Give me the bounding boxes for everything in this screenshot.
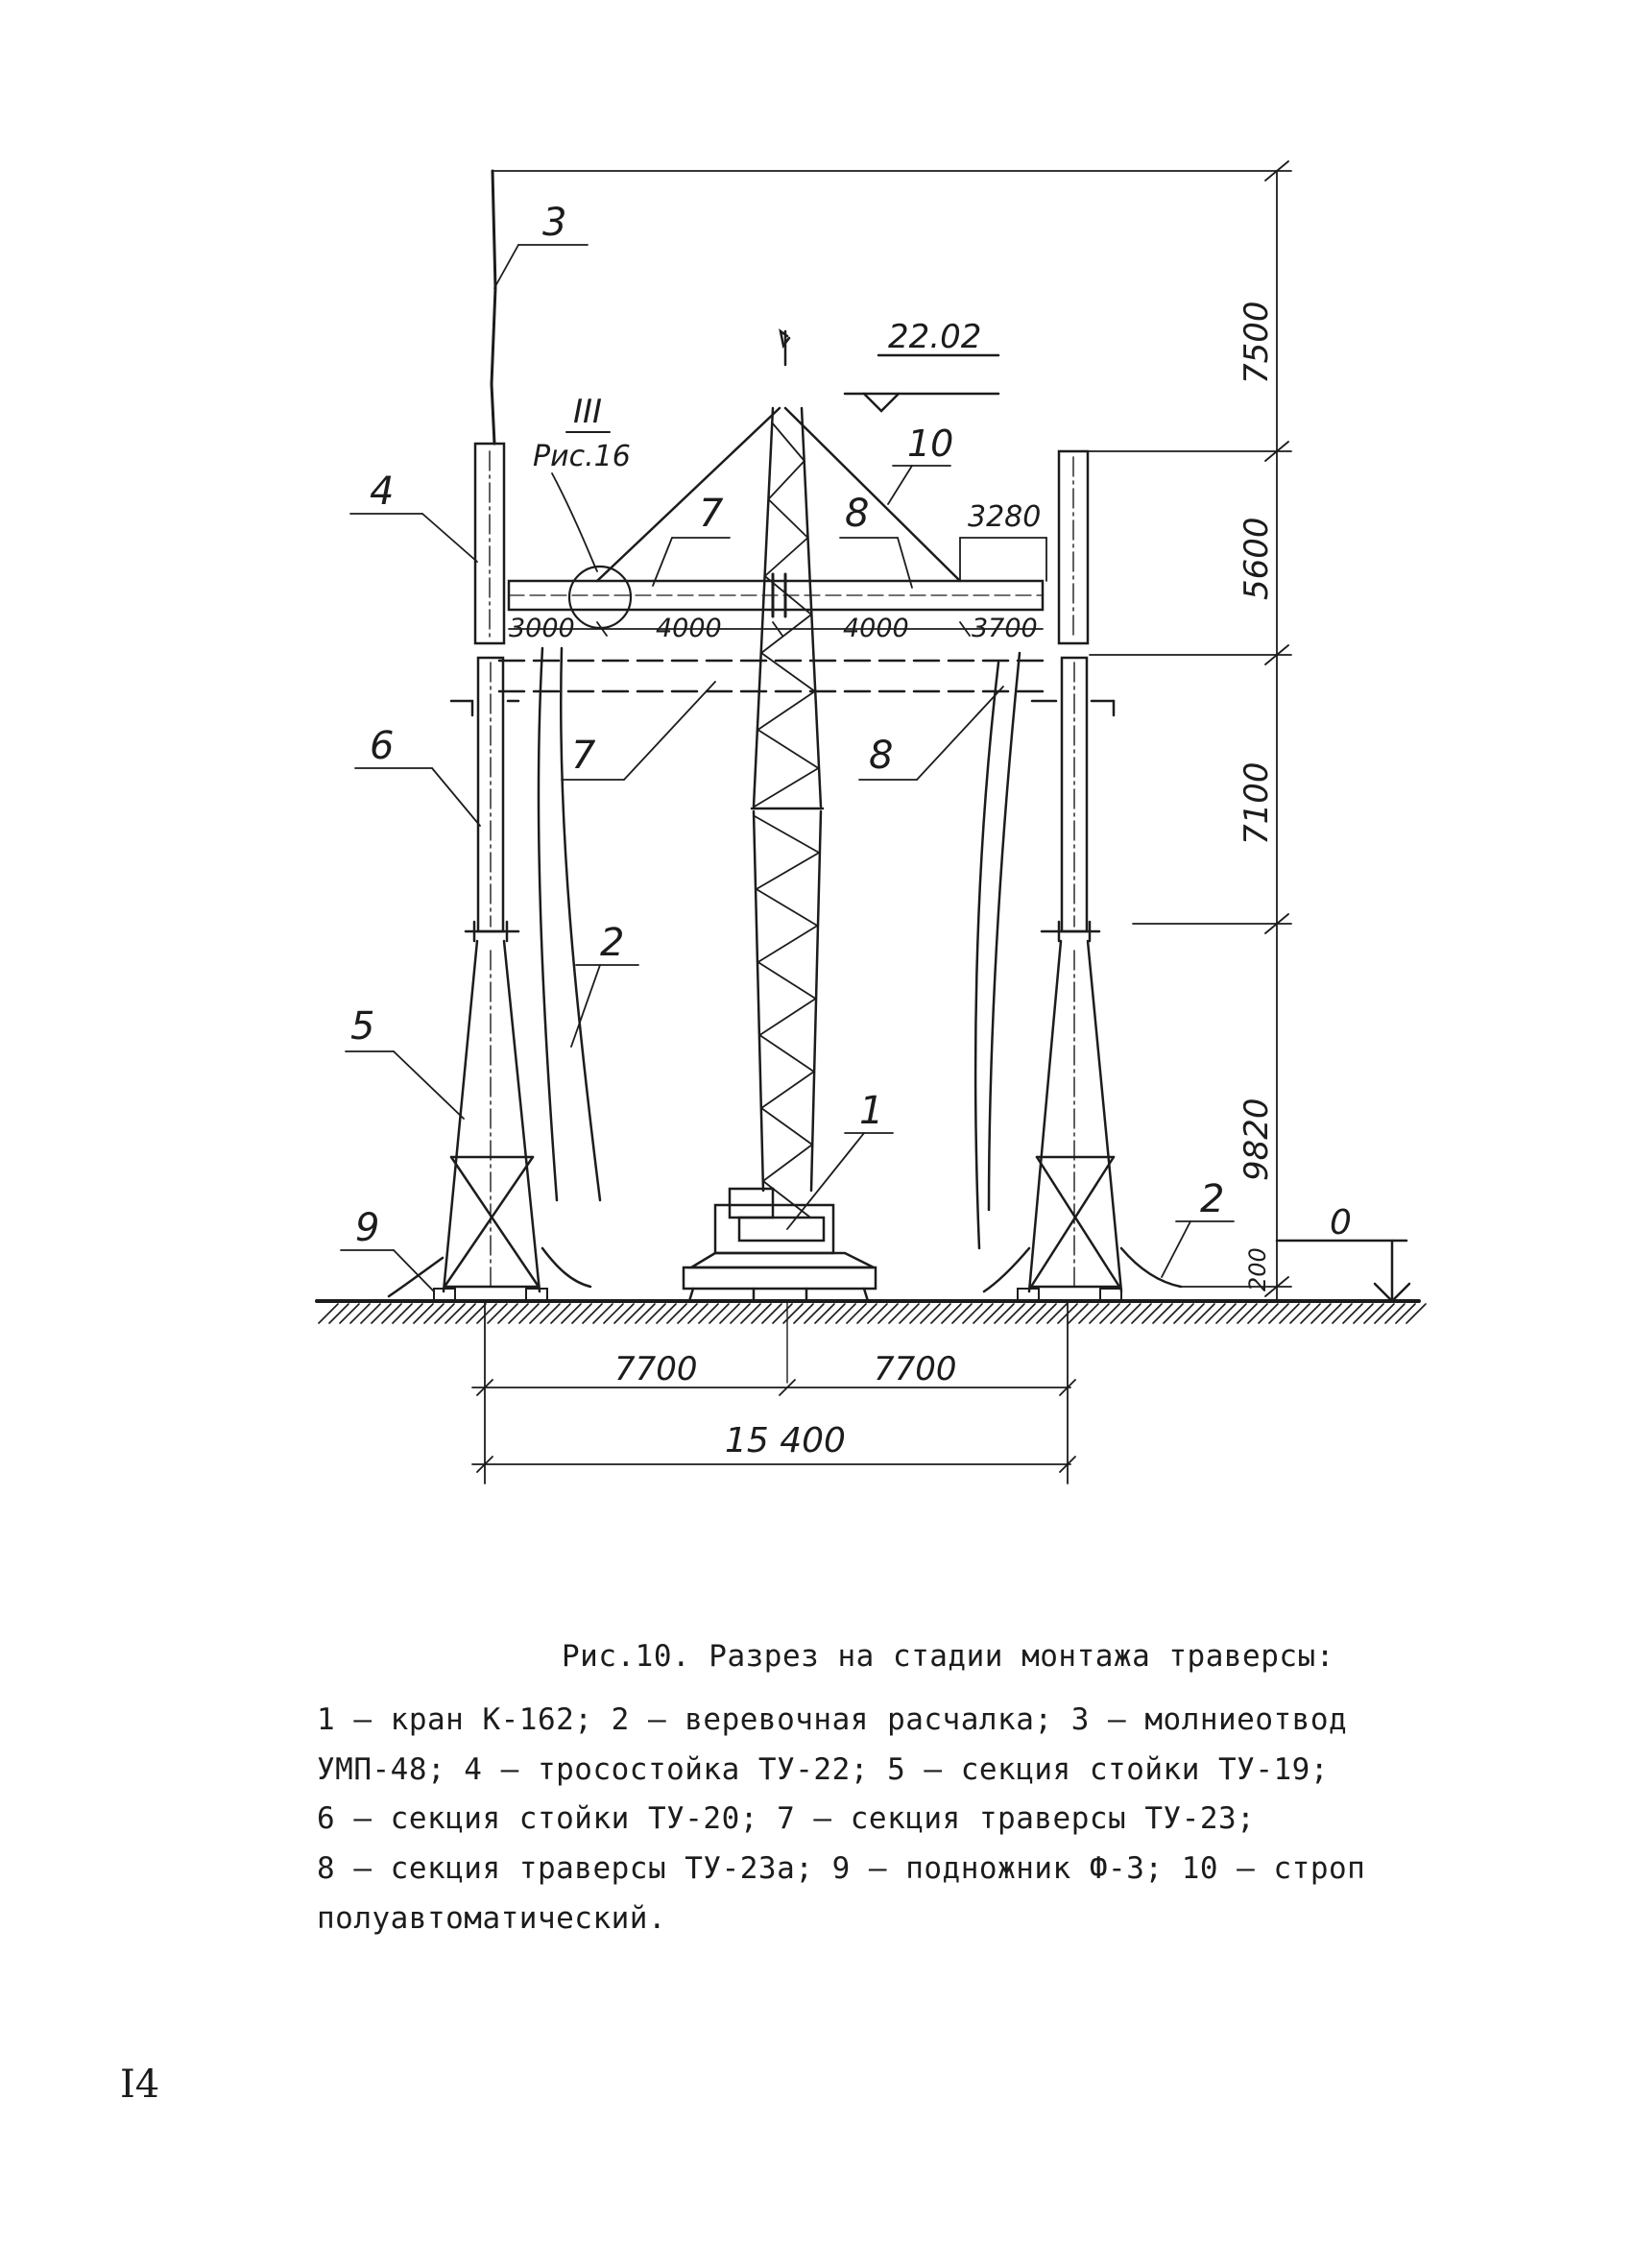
dimensions: 7500 5600 7100 9820 200 3000 4000 4000 3… (471, 160, 1292, 1484)
callout-10: 10 (907, 422, 953, 465)
caption-line: УМП-48; 4 – тросостойка ТУ-22; 5 – секци… (317, 1752, 1329, 1787)
detail-number: III (573, 393, 602, 431)
ground-level-mark: 0 (1275, 1203, 1411, 1303)
detail-reference: III Рис.16 (533, 393, 631, 572)
dim-offset-3280: 3280 (968, 500, 1041, 534)
callout-2-left: 2 (600, 921, 624, 965)
callouts: 3 4 7 8 10 6 7 8 2 5 1 9 2 (340, 201, 1235, 1292)
crane (595, 328, 962, 1384)
dim-base-total: 15 400 (725, 1421, 846, 1460)
right-column (973, 449, 1183, 1302)
dim-beam-4000a: 4000 (656, 614, 722, 643)
dim-beam-3700: 3700 (972, 614, 1038, 643)
dim-base-right: 7700 (874, 1350, 957, 1388)
caption-line: 8 – секция траверсы ТУ-23а; 9 – подножни… (317, 1851, 1366, 1886)
caption-line: 6 – секция стойки ТУ-20; 7 – секция трав… (317, 1801, 1256, 1836)
callout-2-right: 2 (1200, 1177, 1224, 1221)
dim-height-200: 200 (1244, 1247, 1271, 1291)
traverse-beam (497, 565, 1048, 693)
callout-5: 5 (350, 1004, 374, 1049)
left-column (387, 169, 602, 1302)
dim-height-9820: 9820 (1238, 1098, 1276, 1181)
callout-8-lower: 8 (869, 734, 893, 778)
top-level-label: 22.02 (888, 318, 981, 356)
dim-height-7100: 7100 (1238, 761, 1276, 845)
dim-beam-4000b: 4000 (843, 614, 909, 643)
callout-7-upper: 7 (699, 492, 724, 536)
detail-figure: Рис.16 (533, 440, 631, 473)
ground-level-label: 0 (1330, 1203, 1352, 1243)
callout-3: 3 (542, 201, 566, 245)
top-level-mark: 22.02 (843, 318, 1000, 413)
caption-line: полуавтоматический. (317, 1901, 667, 1936)
assembly-section-drawing: 0 (315, 160, 1427, 1484)
dim-base-left: 7700 (614, 1350, 698, 1388)
callout-1: 1 (859, 1089, 883, 1133)
callout-7-lower: 7 (571, 734, 596, 778)
dim-beam-3000: 3000 (509, 614, 575, 643)
page-number: I4 (120, 2063, 160, 2107)
caption-line: 1 – кран К-162; 2 – веревочная расчалка;… (317, 1702, 1348, 1737)
callout-8-upper: 8 (845, 492, 869, 536)
callout-4: 4 (370, 470, 394, 514)
caption-title: Рис.10. Разрез на стадии монтажа траверс… (562, 1639, 1334, 1674)
ground (315, 1299, 1427, 1324)
callout-6: 6 (370, 724, 394, 768)
callout-9: 9 (355, 1206, 379, 1250)
dim-height-7500: 7500 (1238, 301, 1276, 384)
dim-height-5600: 5600 (1238, 517, 1276, 600)
